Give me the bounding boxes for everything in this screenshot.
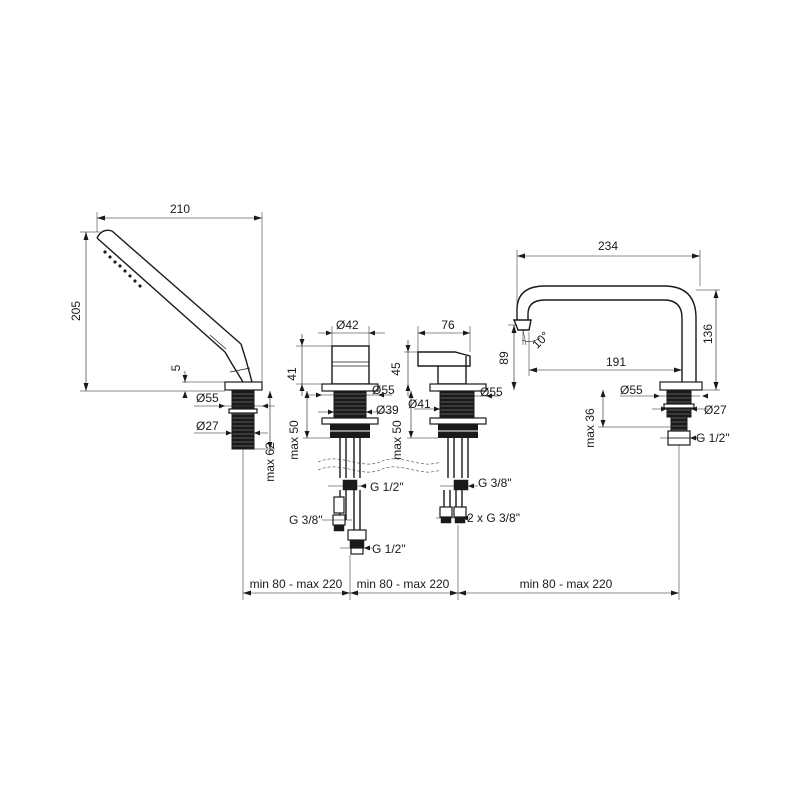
dim-dia55-hand: Ø55	[196, 391, 219, 405]
dim-41: 41	[285, 367, 299, 381]
dim-76: 76	[441, 318, 455, 332]
dim-dia55-mixer: Ø55	[480, 385, 503, 399]
mixer-lever	[417, 351, 471, 367]
dim-max62: max 62	[263, 442, 277, 482]
label-g12-spout: G 1/2"	[696, 431, 730, 445]
dim-136: 136	[701, 324, 715, 344]
dim-10deg: 10°	[529, 329, 552, 352]
label-g12-lower: G 1/2"	[372, 542, 406, 556]
hand-shower-group: 210 205 5 Ø55 Ø27 max 62	[69, 202, 277, 482]
mixer-body	[437, 356, 467, 385]
dim-dia42: Ø42	[336, 318, 359, 332]
label-g38-left: G 3/8"	[289, 513, 323, 527]
spout-group: 234 136 89 191 10° Ø55 Ø27	[497, 239, 730, 448]
spacing-dimensions: min 80 - max 220 min 80 - max 220 min 80…	[242, 445, 680, 600]
label-g12-upper: G 1/2"	[370, 480, 404, 494]
spout-outer	[516, 285, 697, 382]
dim-89: 89	[497, 351, 511, 365]
hand-shower-handle	[96, 229, 253, 383]
left-valve-handle	[331, 345, 370, 385]
dim-max50-left: max 50	[287, 420, 301, 460]
spray-nozzles	[103, 250, 142, 288]
dim-max50-mixer: max 50	[390, 420, 404, 460]
left-valve-group: Ø42 41 Ø55 Ø39 max 50 G 1/2" G 3/8"	[285, 318, 441, 556]
hand-shower-rosette	[224, 381, 263, 391]
dim-dia55-left: Ø55	[372, 383, 395, 397]
dim-234: 234	[598, 239, 618, 253]
spacing-c: min 80 - max 220	[520, 577, 613, 591]
mixer-valve-group: 76 45 Ø41 Ø55 max 50 G 3/8" 2 x G 3/8"	[389, 318, 520, 525]
dim-max36: max 36	[583, 408, 597, 448]
hand-shower-shank	[231, 390, 255, 450]
label-2xg38: 2 x G 3/8"	[467, 511, 520, 525]
spacing-b: min 80 - max 220	[357, 577, 450, 591]
spout-rosette	[659, 381, 703, 391]
dim-210: 210	[170, 202, 190, 216]
dim-205: 205	[69, 301, 83, 321]
dim-dia39: Ø39	[376, 403, 399, 417]
dim-5: 5	[169, 364, 183, 371]
label-g38-mixer: G 3/8"	[478, 476, 512, 490]
dim-dia55-spout: Ø55	[620, 383, 643, 397]
dim-dia27-hand: Ø27	[196, 419, 219, 433]
dim-dia41: Ø41	[408, 397, 431, 411]
left-valve-body	[333, 391, 367, 421]
spout-inner	[527, 299, 683, 382]
dim-191: 191	[606, 355, 626, 369]
dim-dia27-spout: Ø27	[704, 403, 727, 417]
spacing-a: min 80 - max 220	[250, 577, 343, 591]
dim-45: 45	[389, 362, 403, 376]
